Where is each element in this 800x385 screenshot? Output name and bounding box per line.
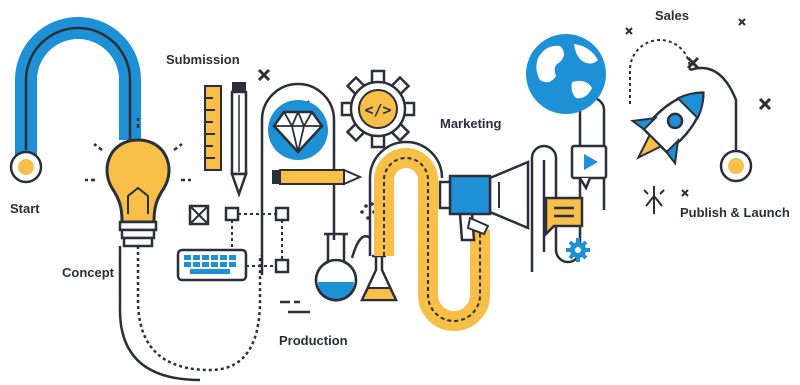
yellow-pencil-icon <box>272 168 363 186</box>
label-publish-launch: Publish & Launch <box>680 205 790 220</box>
flask-connector <box>350 235 371 259</box>
publish-path <box>689 66 738 152</box>
chat-bubble-icon <box>544 196 584 238</box>
concept-loop-inner <box>118 246 201 382</box>
start-arch-inner-line <box>24 26 132 150</box>
pencil-icon <box>230 82 248 198</box>
cross-mark <box>257 56 772 111</box>
yellow-path-inner <box>383 157 481 322</box>
label-production: Production <box>279 333 348 348</box>
diamond-icon <box>268 100 328 160</box>
label-marketing: Marketing <box>440 116 502 131</box>
dash-lines <box>280 300 310 314</box>
end-node <box>719 149 753 183</box>
globe-icon <box>526 34 606 114</box>
flowchart-icon <box>188 204 290 274</box>
lightbulb-icon <box>85 118 191 248</box>
rocket-icon <box>630 91 705 166</box>
gear-small-icon <box>566 238 590 262</box>
label-submission: Submission <box>166 52 240 67</box>
keyboard-icon <box>176 248 248 282</box>
concept-loop <box>136 246 262 372</box>
cone-flask-icon <box>360 254 398 302</box>
launch-sparkle-icon <box>643 186 665 214</box>
ruler-icon <box>204 85 222 171</box>
start-arch <box>14 17 141 165</box>
flask-icon <box>314 232 358 302</box>
start-node <box>9 150 43 184</box>
svg-text:</>: </> <box>364 101 391 119</box>
sales-arc <box>629 39 691 104</box>
label-sales: Sales <box>655 8 689 23</box>
diamond-arch <box>260 82 336 275</box>
label-concept: Concept <box>62 265 114 280</box>
video-play-icon <box>570 144 608 191</box>
megaphone-icon <box>438 160 530 242</box>
gear-code-icon: </> <box>340 69 416 149</box>
bubbles-dots <box>360 202 376 220</box>
production-outline <box>368 140 444 256</box>
label-start: Start <box>10 201 40 216</box>
